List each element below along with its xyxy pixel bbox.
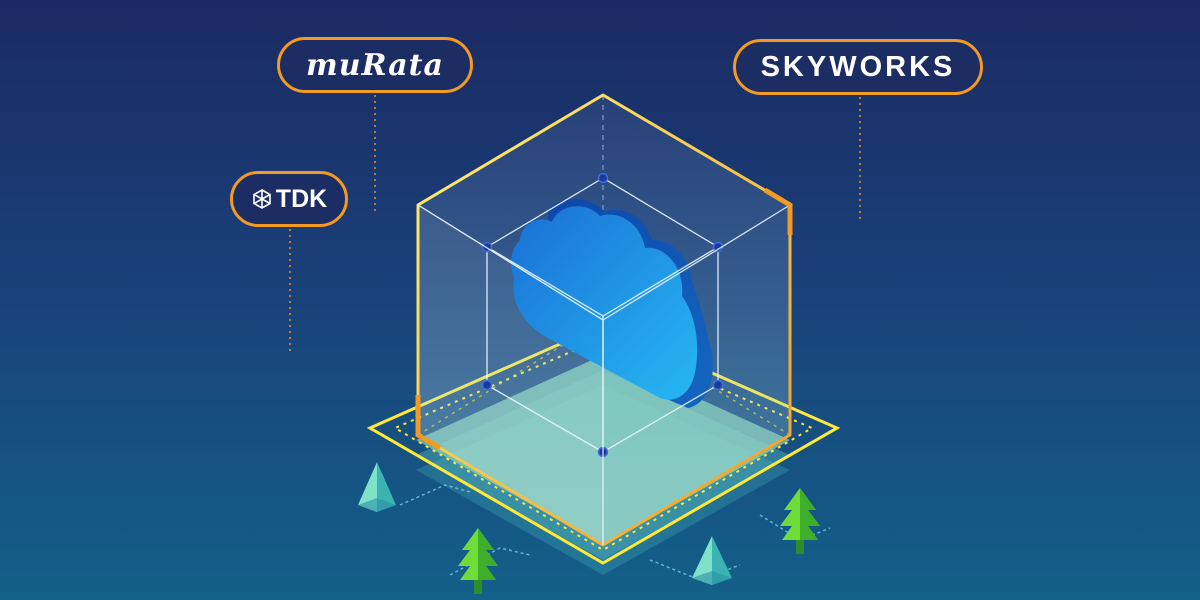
murata-logo-text: muRata xyxy=(306,47,444,83)
tree-icon xyxy=(458,528,498,594)
tdk-logo-text: TDK xyxy=(275,184,328,213)
tdk-logo-icon xyxy=(252,189,271,209)
tdk-logo-pill: TDK xyxy=(230,171,348,227)
skyworks-logo-pill: SKYWORKS xyxy=(733,39,983,95)
pyramid-icon xyxy=(358,462,396,512)
murata-logo-pill: muRata xyxy=(277,37,473,93)
skyworks-logo-text: SKYWORKS xyxy=(760,50,956,83)
tdk-logo: TDK xyxy=(251,185,327,214)
pyramid-icon xyxy=(692,536,732,585)
corner-brackets xyxy=(415,187,793,451)
connector-lines xyxy=(289,95,861,352)
tree-icon xyxy=(780,488,820,554)
